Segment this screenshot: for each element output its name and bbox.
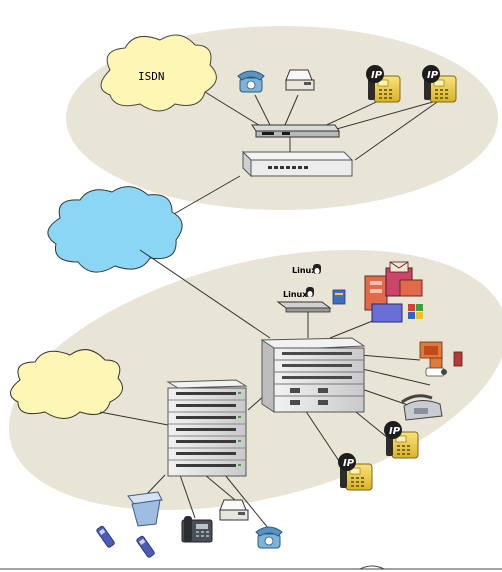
database-icon [332, 289, 346, 305]
bottom-rule-curl [359, 565, 385, 570]
pbx-chassis-icon [260, 337, 366, 413]
router-icon [251, 124, 340, 138]
linux-label-1: Linux [292, 266, 317, 275]
wan-cloud-icon [47, 186, 183, 273]
camera-icon [425, 367, 447, 377]
mobile-phone-icon [136, 535, 155, 558]
linux-label-2: Linux [283, 290, 308, 299]
analog-phone-icon [237, 70, 265, 93]
analog-phone-icon [255, 526, 283, 549]
top-site: ISDN [66, 26, 498, 223]
dect-base-icon [127, 491, 163, 527]
isdn-cloud-icon: ISDN [100, 34, 217, 112]
isdn-cloud-label: ISDN [138, 70, 165, 83]
desk-phone-icon [181, 516, 213, 543]
switch-icon [241, 150, 354, 178]
bottom-site: Linux Linux [8, 249, 502, 558]
desk-phone-icon [401, 394, 443, 421]
stackable-switch-icon [166, 379, 248, 477]
mobile-phone-icon [96, 525, 115, 548]
linux-server-icon: Linux Linux [276, 264, 346, 313]
pstn-cloud-icon [10, 349, 123, 419]
email-server-icon [364, 261, 423, 323]
workstation-icon [419, 341, 463, 371]
